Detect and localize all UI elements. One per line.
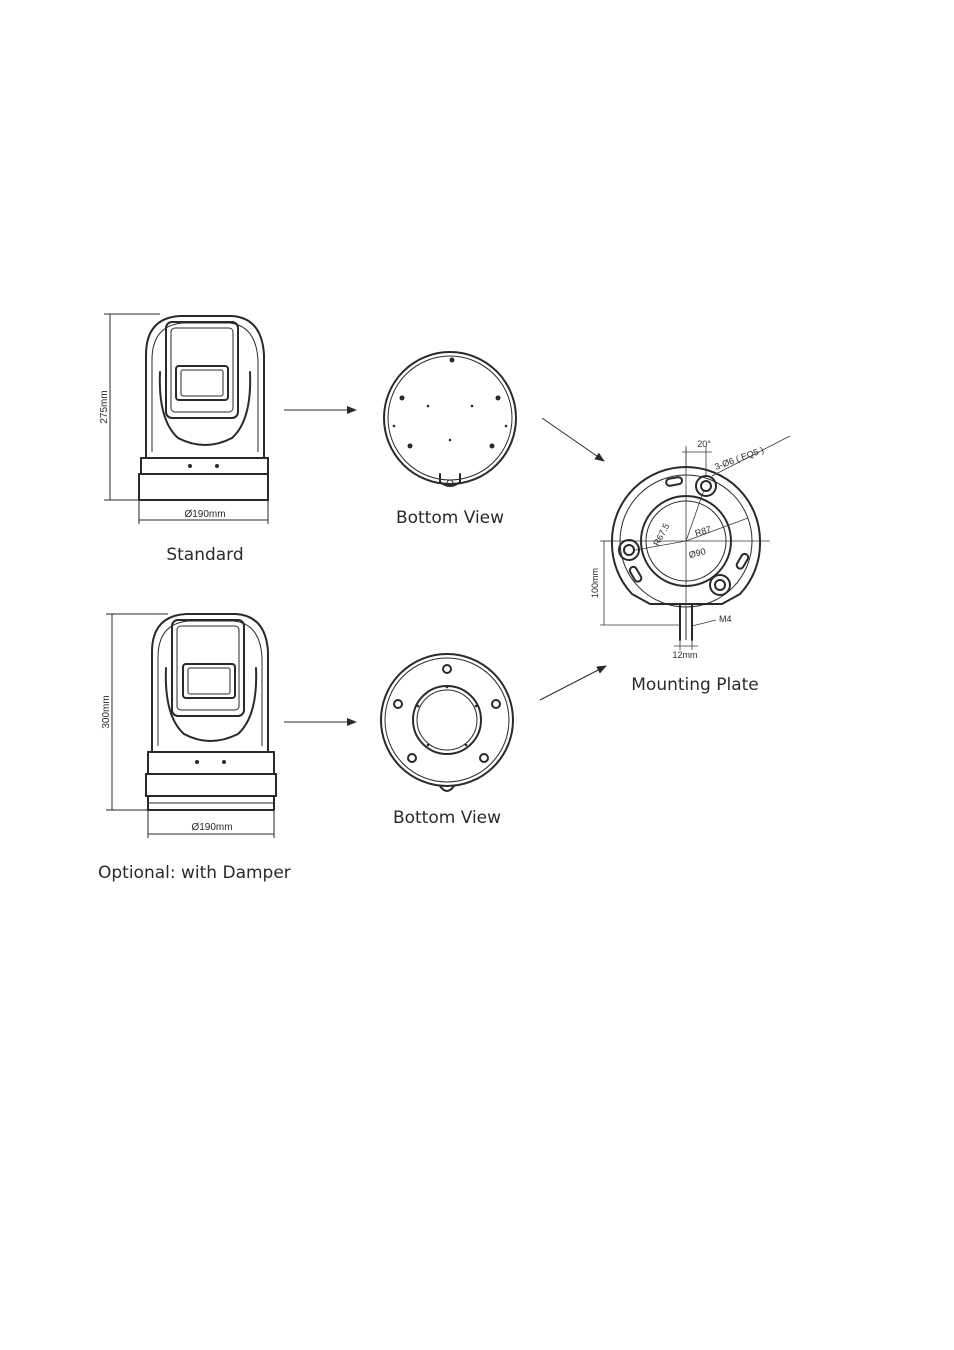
damper-camera-front-view — [146, 614, 276, 810]
damper-diameter-label: Ø190mm — [191, 822, 232, 833]
mounting-plate-r67-label: R67.5 — [651, 522, 671, 548]
bottom-view-standard-caption: Bottom View — [396, 508, 504, 528]
standard-camera-front-view — [139, 316, 268, 500]
mounting-plate-angle-label: 20° — [697, 439, 711, 449]
standard-diameter-dimension: Ø190mm — [139, 500, 268, 524]
standard-height-dimension: 275mm — [99, 314, 160, 500]
mounting-plate-r87-label: R87 — [694, 524, 713, 539]
bottom-view-damper-caption: Bottom View — [393, 808, 501, 828]
mounting-plate-d90-label: Ø90 — [688, 546, 707, 560]
bottom-view-standard-drawing — [384, 352, 516, 486]
mounting-plate-width-label: 12mm — [672, 650, 697, 660]
mounting-plate-hole-label: 3-Ø6 ( EQ5 ) — [713, 445, 765, 472]
mounting-plate-height-label: 100mm — [590, 568, 600, 598]
damper-height-label: 300mm — [101, 695, 112, 728]
standard-diameter-label: Ø190mm — [184, 509, 225, 520]
standard-height-label: 275mm — [99, 390, 110, 423]
mounting-plate-caption: Mounting Plate — [631, 675, 759, 695]
arrow-to-mounting-plate-bottom — [540, 666, 606, 700]
damper-diameter-dimension: Ø190mm — [148, 810, 274, 838]
mounting-plate-drawing — [600, 436, 790, 650]
damper-caption: Optional: with Damper — [98, 863, 291, 883]
bottom-view-damper-drawing — [381, 654, 513, 791]
mounting-plate-thread-label: M4 — [719, 614, 732, 624]
arrow-to-mounting-plate-top — [542, 418, 604, 461]
standard-caption: Standard — [166, 545, 243, 565]
